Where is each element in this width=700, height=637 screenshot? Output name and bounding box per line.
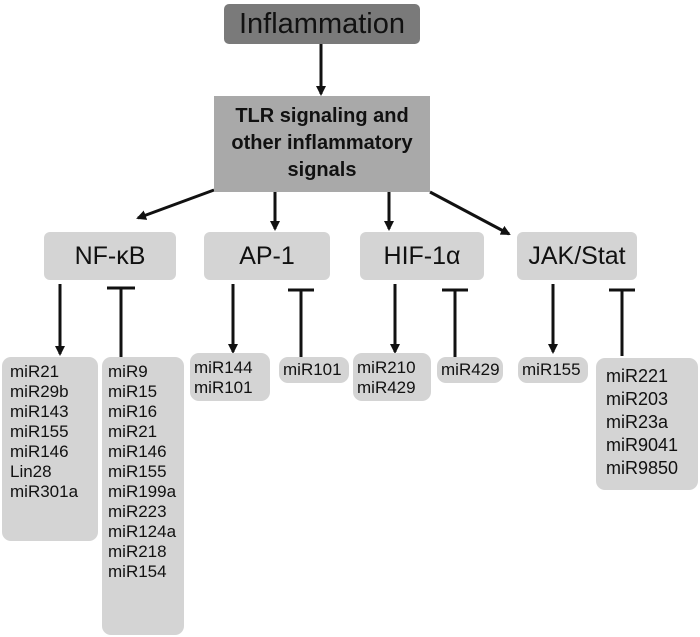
tlr-line-1: TLR signaling and bbox=[235, 105, 409, 127]
mirna-item: miR21 bbox=[108, 422, 158, 441]
jakstat-activated-list: miR155 bbox=[518, 357, 588, 383]
mirna-item: miR218 bbox=[108, 542, 167, 561]
mirna-item: miR101 bbox=[194, 378, 253, 397]
mirna-item: miR155 bbox=[108, 462, 167, 481]
nfkb-inhibited-list: miR9 miR15 miR16 miR21 miR146 miR155 miR… bbox=[102, 357, 184, 635]
ap1-box: AP-1 bbox=[204, 232, 330, 280]
mirna-item: miR199a bbox=[108, 482, 177, 501]
mirna-item: miR221 bbox=[606, 366, 669, 386]
mirna-item: miR146 bbox=[10, 442, 69, 461]
mirna-item: miR143 bbox=[10, 402, 69, 421]
nfkb-activated-list: miR21 miR29b miR143 miR155 miR146 Lin28 … bbox=[2, 357, 98, 541]
jakstat-box: JAK/Stat bbox=[517, 232, 637, 280]
mirna-item: miR146 bbox=[108, 442, 167, 461]
arrow-tlr-to-nfkb bbox=[136, 188, 215, 220]
tlr-line-2: other inflammatory bbox=[231, 132, 413, 154]
hif1a-box: HIF-1α bbox=[360, 232, 484, 280]
ap1-inhibited-list: miR101 bbox=[279, 357, 349, 383]
mirna-item: miR203 bbox=[606, 389, 669, 409]
mirna-item: miR23a bbox=[606, 412, 669, 432]
mirna-item: miR223 bbox=[108, 502, 167, 521]
mirna-item: miR15 bbox=[108, 382, 158, 401]
mirna-item: miR155 bbox=[10, 422, 69, 441]
mirna-item: miR9041 bbox=[606, 435, 679, 455]
jakstat-inhibited-list: miR221 miR203 miR23a miR9041 miR9850 bbox=[596, 358, 698, 490]
mirna-item: miR16 bbox=[108, 402, 158, 421]
mirna-item: miR21 bbox=[10, 362, 60, 381]
inflammation-box: Inflammation bbox=[224, 4, 420, 44]
mirna-item: miR429 bbox=[441, 360, 500, 379]
mirna-item: miR154 bbox=[108, 562, 167, 581]
mirna-item: miR29b bbox=[10, 382, 69, 401]
mirna-item: miR9 bbox=[108, 362, 148, 381]
mirna-item: miR9850 bbox=[606, 458, 679, 478]
nfkb-box: NF-κB bbox=[44, 232, 176, 280]
mirna-item: miR124a bbox=[108, 522, 177, 541]
hif1a-inhibited-list: miR429 bbox=[437, 357, 503, 383]
mirna-item: miR429 bbox=[357, 378, 416, 397]
arrow-tlr-to-jakstat bbox=[429, 190, 511, 236]
mirna-item: miR144 bbox=[194, 358, 253, 377]
hif1a-activated-list: miR210 miR429 bbox=[353, 353, 431, 401]
tlr-signaling-box: TLR signaling and other inflammatory sig… bbox=[214, 96, 430, 192]
mirna-item: miR210 bbox=[357, 358, 416, 377]
mirna-item: miR301a bbox=[10, 482, 79, 501]
mirna-item: miR155 bbox=[522, 360, 581, 379]
ap1-activated-list: miR144 miR101 bbox=[190, 353, 270, 401]
tlr-line-3: signals bbox=[287, 159, 357, 181]
mirna-item: Lin28 bbox=[10, 462, 52, 481]
mirna-item: miR101 bbox=[283, 360, 342, 379]
